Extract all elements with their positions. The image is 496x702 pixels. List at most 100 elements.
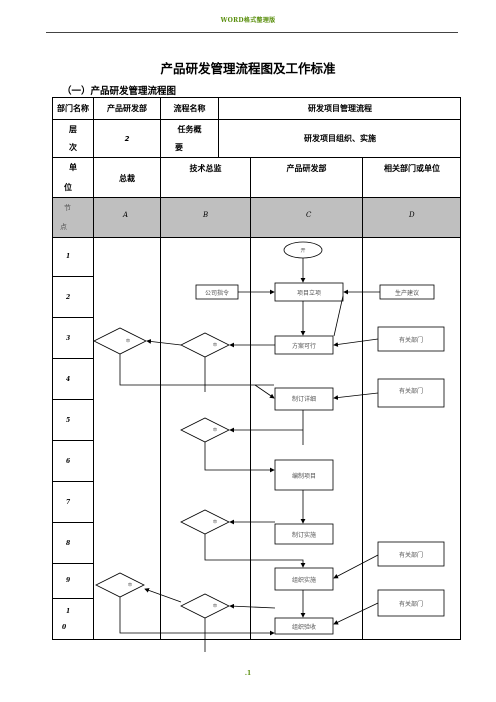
organize-implementation-box	[274, 567, 334, 591]
detailed-plan-box	[274, 387, 334, 411]
process-name-label: 流程名称	[173, 104, 206, 113]
president-review-diamond-2	[95, 572, 145, 598]
organize-implementation-label: 组织实施	[291, 576, 316, 584]
make-implementation-box	[274, 523, 334, 545]
task-label-bottom: 要	[175, 143, 183, 152]
row-number: 9	[66, 577, 71, 584]
node-label-top: 节	[64, 204, 71, 212]
diamond-label: 审	[126, 338, 130, 343]
diamond-label: 审	[128, 582, 132, 587]
node-row-shading	[53, 197, 460, 237]
related-dept-box-4	[377, 589, 445, 617]
table-line	[52, 157, 461, 158]
related-dept-label-4: 有关部门	[398, 600, 423, 608]
row-line	[52, 563, 93, 564]
node-b: B	[203, 211, 209, 219]
organize-acceptance-label: 组织验收	[291, 623, 316, 631]
row-number: 2	[66, 294, 71, 301]
flow-connector	[333, 338, 379, 347]
make-implementation-label: 制订实施	[291, 531, 316, 539]
flow-connector	[146, 339, 182, 346]
node-c: C	[306, 211, 312, 219]
page-title: 产品研发管理流程图及工作标准	[160, 61, 336, 76]
row-number: 1	[66, 253, 71, 260]
table-line	[160, 97, 161, 640]
table-line	[52, 119, 461, 120]
diamond-label: 审	[213, 603, 217, 608]
president-review-diamond-1	[93, 327, 147, 355]
row-number: 0	[62, 624, 67, 631]
related-dept-label-1: 有关部门	[398, 336, 423, 344]
director-review-diamond-1	[180, 332, 230, 358]
compile-project-label: 编制项目	[291, 472, 316, 480]
diamond-label: 审	[213, 427, 217, 432]
flow-connector	[333, 554, 379, 579]
organize-acceptance-box	[274, 617, 334, 635]
level-label-top: 层	[69, 124, 77, 134]
table-line	[362, 157, 363, 640]
row-number: 3	[66, 335, 71, 342]
flow-connector	[204, 442, 275, 473]
flowchart-table	[52, 97, 461, 640]
section-subtitle: （一）产品研发管理流程图	[62, 86, 177, 97]
row-line	[52, 481, 93, 482]
row-number: 1	[66, 608, 71, 615]
flow-connector	[254, 384, 275, 399]
row-line	[52, 522, 93, 523]
project-setup-label: 项目立项	[296, 289, 321, 297]
row-line	[52, 358, 93, 359]
table-line	[93, 97, 94, 640]
level-label-bottom: 次	[69, 143, 77, 152]
unit-label-top: 单	[69, 162, 77, 172]
director-review-diamond-2	[180, 417, 230, 443]
node-a: A	[123, 211, 129, 219]
row-number: 8	[66, 540, 71, 547]
col-d-header: 相关部门或单位	[384, 163, 440, 173]
row-number: 7	[66, 499, 71, 506]
related-dept-label-2: 有关部门	[398, 387, 423, 395]
related-dept-box-1	[377, 326, 445, 352]
company-order-label: 公司指令	[204, 289, 229, 297]
table-line	[250, 157, 251, 640]
compile-project-box	[274, 459, 334, 491]
related-dept-label-3: 有关部门	[398, 551, 423, 559]
row-number: 5	[66, 417, 71, 424]
diamond-label: 审	[213, 519, 217, 524]
flow-connector	[119, 354, 274, 386]
flow-connector	[333, 602, 379, 625]
node-label-bottom: 点	[60, 223, 67, 231]
dept-name-label: 部门名称	[57, 104, 89, 113]
table-line	[218, 97, 219, 157]
project-setup-box	[274, 282, 344, 302]
flow-connector	[229, 603, 276, 609]
director-review-diamond-3	[180, 509, 230, 535]
table-line	[52, 197, 461, 198]
level-value: 2	[124, 134, 130, 143]
row-line	[52, 440, 93, 441]
row-line	[52, 317, 93, 318]
start-label: 开	[300, 248, 306, 254]
related-dept-box-3	[377, 541, 445, 567]
page-header-text: WORD格式整理版	[220, 17, 276, 24]
row-line	[52, 598, 93, 599]
plan-feasible-label: 方案可行	[291, 342, 316, 350]
row-number: 4	[66, 376, 71, 383]
flow-connector	[333, 392, 379, 400]
page-number: .1	[244, 670, 252, 677]
node-d: D	[409, 211, 415, 219]
related-dept-box-2	[377, 378, 445, 408]
detailed-plan-label: 制订详细	[291, 395, 316, 403]
table-line	[52, 237, 461, 238]
flow-connector	[144, 588, 182, 603]
task-value: 研发项目组织、实施	[304, 134, 376, 143]
row-line	[52, 276, 93, 277]
task-label-top: 任务概	[177, 124, 202, 134]
col-b-header: 技术总监	[189, 163, 222, 173]
unit-label-bottom: 位	[64, 182, 72, 192]
flow-connector	[204, 534, 306, 568]
header-rule	[46, 32, 458, 33]
diamond-label: 审	[213, 342, 217, 347]
flow-connector	[119, 597, 275, 636]
row-line	[52, 399, 93, 400]
